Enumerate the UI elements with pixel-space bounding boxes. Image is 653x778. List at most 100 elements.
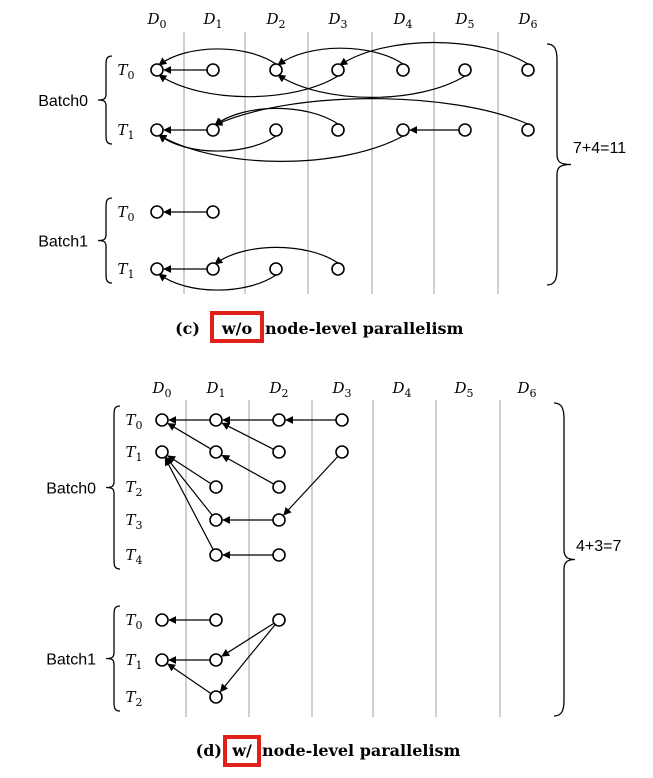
node-circle — [331, 63, 345, 77]
row-label: T0 — [125, 411, 142, 432]
column-label: D1 — [205, 379, 225, 400]
batch-brace — [97, 197, 113, 284]
row-label: T2 — [125, 478, 142, 499]
node-circle — [150, 123, 164, 137]
node-circle — [206, 63, 220, 77]
batch-brace — [105, 405, 121, 570]
dependency-arrow — [158, 48, 277, 66]
node-circle — [209, 480, 223, 494]
row-label: T1 — [117, 260, 134, 281]
column-label: D0 — [146, 10, 166, 31]
caption-prefix: (c) — [175, 319, 200, 338]
node-circle — [272, 480, 286, 494]
column-label: D1 — [202, 10, 222, 31]
node-circle — [521, 123, 535, 137]
node-circle — [335, 445, 349, 459]
node-circle — [272, 513, 286, 527]
caption-prefix: (d) — [196, 741, 222, 760]
dependency-arrow — [219, 624, 276, 693]
column-label: D6 — [516, 379, 536, 400]
column-grid — [185, 400, 501, 717]
caption-highlight: w/o — [221, 319, 253, 338]
dependency-arrow — [158, 134, 404, 162]
column-label: D5 — [453, 379, 473, 400]
node-circle — [272, 445, 286, 459]
node-circle — [335, 413, 349, 427]
column-label: D6 — [517, 10, 537, 31]
dependency-arrow — [165, 456, 213, 516]
node-circle — [521, 63, 535, 77]
total-brace: 7+4=11 — [546, 43, 626, 286]
node-circle — [458, 123, 472, 137]
node-circle — [150, 205, 164, 219]
dependency-arrow — [214, 246, 339, 265]
node-circle — [209, 613, 223, 627]
row-label: T0 — [125, 611, 142, 632]
highlight-box — [210, 311, 264, 343]
column-label: D4 — [392, 10, 412, 31]
dependency-arrow — [164, 457, 214, 550]
node-circle — [209, 653, 223, 667]
node-circle — [155, 445, 169, 459]
column-grid — [183, 32, 499, 294]
row-label: T1 — [117, 121, 134, 142]
node-circle — [272, 613, 286, 627]
row-label: T2 — [125, 688, 142, 709]
dependency-arrow — [221, 622, 275, 657]
node-circle — [206, 262, 220, 276]
batch-brace — [105, 605, 121, 712]
dependency-edges — [164, 416, 339, 695]
row-label: T1 — [125, 651, 142, 672]
dependency-arrow — [167, 663, 212, 695]
node-circle — [396, 63, 410, 77]
dependency-arrow — [339, 41, 529, 66]
node-circle — [272, 548, 286, 562]
node-circles — [155, 413, 349, 704]
caption-highlight: w/ — [231, 741, 252, 760]
node-circle — [150, 63, 164, 77]
dependency-arrow — [277, 47, 404, 66]
dependency-edges — [158, 41, 529, 291]
batch-label: Batch1 — [46, 652, 96, 669]
highlight-box — [223, 735, 261, 767]
node-circle — [209, 513, 223, 527]
total-label: 7+4=11 — [573, 140, 626, 157]
row-label: T3 — [125, 511, 142, 532]
row-label: T0 — [117, 61, 134, 82]
total-brace-path — [546, 43, 572, 286]
dependency-arrow — [158, 273, 277, 291]
dependency-arrow — [277, 74, 466, 98]
node-circle — [209, 690, 223, 704]
node-circle — [209, 413, 223, 427]
column-label: D2 — [265, 10, 285, 31]
column-label: D5 — [454, 10, 474, 31]
caption-suffix: node-level parallelism — [265, 319, 464, 338]
dependency-arrow — [214, 107, 339, 126]
row-label: T4 — [125, 546, 142, 567]
column-label: D3 — [331, 379, 351, 400]
node-circle — [331, 123, 345, 137]
dependency-arrow — [214, 98, 529, 126]
node-circle — [209, 445, 223, 459]
caption: (d) w/ node-level parallelism — [196, 735, 461, 767]
node-circle — [150, 262, 164, 276]
batch-label: Batch0 — [38, 93, 88, 110]
batch-brace — [97, 55, 113, 145]
dependency-arrow — [167, 455, 212, 485]
node-circle — [269, 262, 283, 276]
node-circle — [206, 123, 220, 137]
dependency-arrow — [221, 422, 274, 450]
dependency-arrow — [158, 74, 339, 98]
node-circle — [396, 123, 410, 137]
column-label: D2 — [268, 379, 288, 400]
row-label: T0 — [117, 203, 134, 224]
total-brace: 4+3=7 — [553, 402, 621, 717]
dependency-arrow — [167, 423, 212, 450]
